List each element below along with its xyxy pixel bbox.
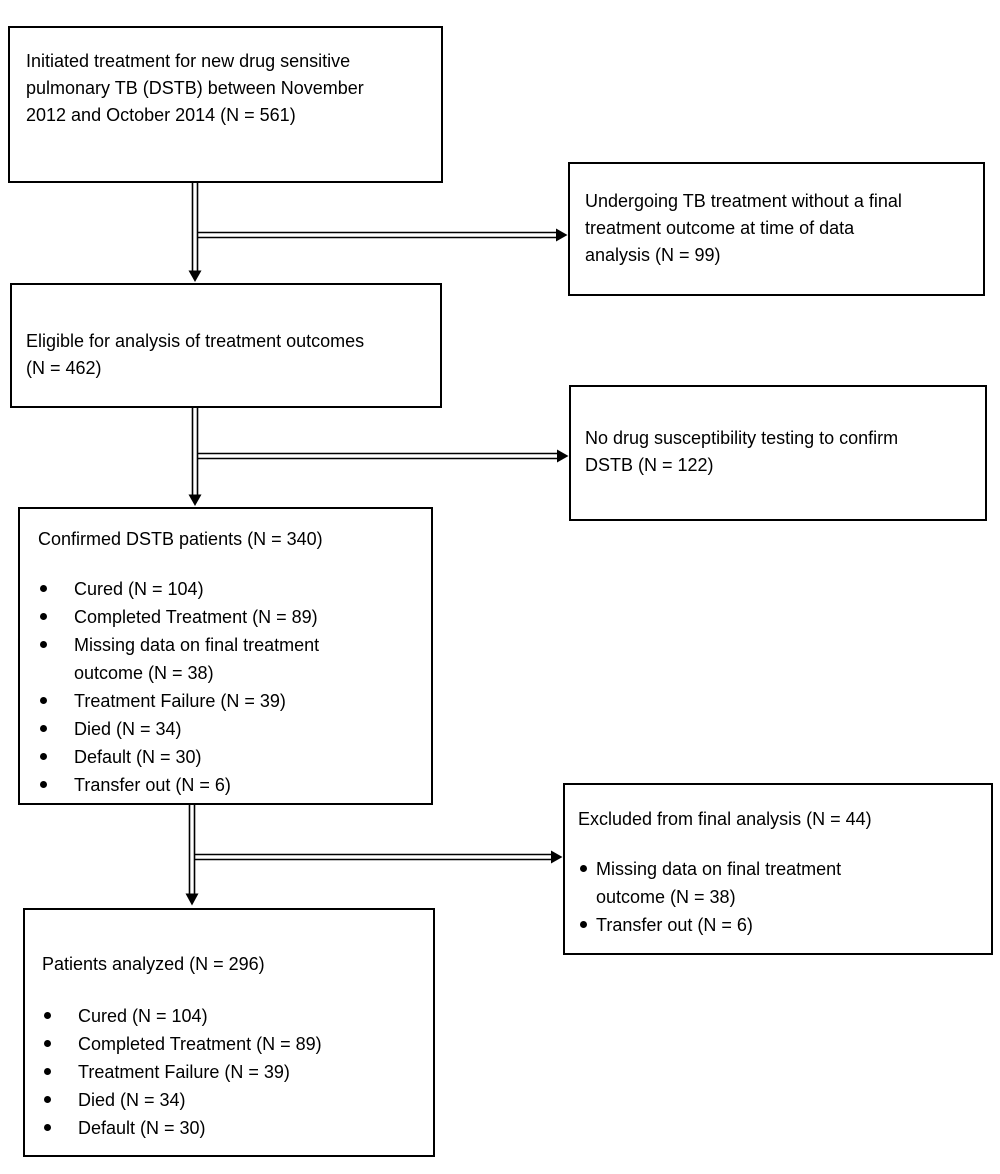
box-eligible-for-analysis: Eligible for analysis of treatment outco… [10,283,442,408]
outcome-list-item: Default (N = 30) [42,1114,419,1142]
arrow-right-to-side3 [194,850,563,864]
outcome-list-item: Missing data on final treatment outcome … [38,631,417,687]
box-undergoing-treatment-text: Undergoing TB treatment without a final … [585,191,902,265]
box-undergoing-treatment-excluded: Undergoing TB treatment without a final … [568,162,985,296]
outcome-list-item: Default (N = 30) [38,743,417,771]
confirmed-dstb-outcome-list: Cured (N = 104)Completed Treatment (N = … [38,575,417,799]
arrow-down-box3-to-box4 [185,805,199,906]
outcome-list-item: Died (N = 34) [38,715,417,743]
box-excluded-final-analysis-title: Excluded from final analysis (N = 44) [578,809,872,829]
box-no-dst-text: No drug susceptibility testing to confir… [585,428,899,475]
outcome-list-item: Treatment Failure (N = 39) [38,687,417,715]
outcome-list-item: Transfer out (N = 6) [38,771,417,799]
box-no-dst-excluded: No drug susceptibility testing to confir… [569,385,987,521]
arrow-down-box1-to-box2 [188,183,202,282]
box-eligible-for-analysis-text: Eligible for analysis of treatment outco… [26,331,365,378]
outcome-list-item: Cured (N = 104) [42,1002,419,1030]
outcome-list-item: Completed Treatment (N = 89) [38,603,417,631]
box-confirmed-dstb: Confirmed DSTB patients (N = 340) Cured … [18,507,433,805]
box-confirmed-dstb-title: Confirmed DSTB patients (N = 340) [38,529,323,549]
outcome-list-item: Treatment Failure (N = 39) [42,1058,419,1086]
excluded-list-item: Missing data on final treatment outcome … [578,855,977,911]
excluded-list-item: Transfer out (N = 6) [578,911,977,939]
arrow-right-to-side1 [197,228,568,242]
box-excluded-final-analysis: Excluded from final analysis (N = 44) Mi… [563,783,993,955]
analyzed-outcome-list: Cured (N = 104)Completed Treatment (N = … [42,1002,419,1142]
box-patients-analyzed: Patients analyzed (N = 296) Cured (N = 1… [23,908,435,1157]
excluded-reason-list: Missing data on final treatment outcome … [578,855,977,939]
outcome-list-item: Died (N = 34) [42,1086,419,1114]
outcome-list-item: Completed Treatment (N = 89) [42,1030,419,1058]
box-initiated-treatment: Initiated treatment for new drug sensiti… [8,26,443,183]
outcome-list-item: Cured (N = 104) [38,575,417,603]
arrow-down-box2-to-box3 [188,408,202,506]
arrow-right-to-side2 [197,449,569,463]
box-patients-analyzed-title: Patients analyzed (N = 296) [42,954,265,974]
box-initiated-treatment-text: Initiated treatment for new drug sensiti… [26,51,364,125]
